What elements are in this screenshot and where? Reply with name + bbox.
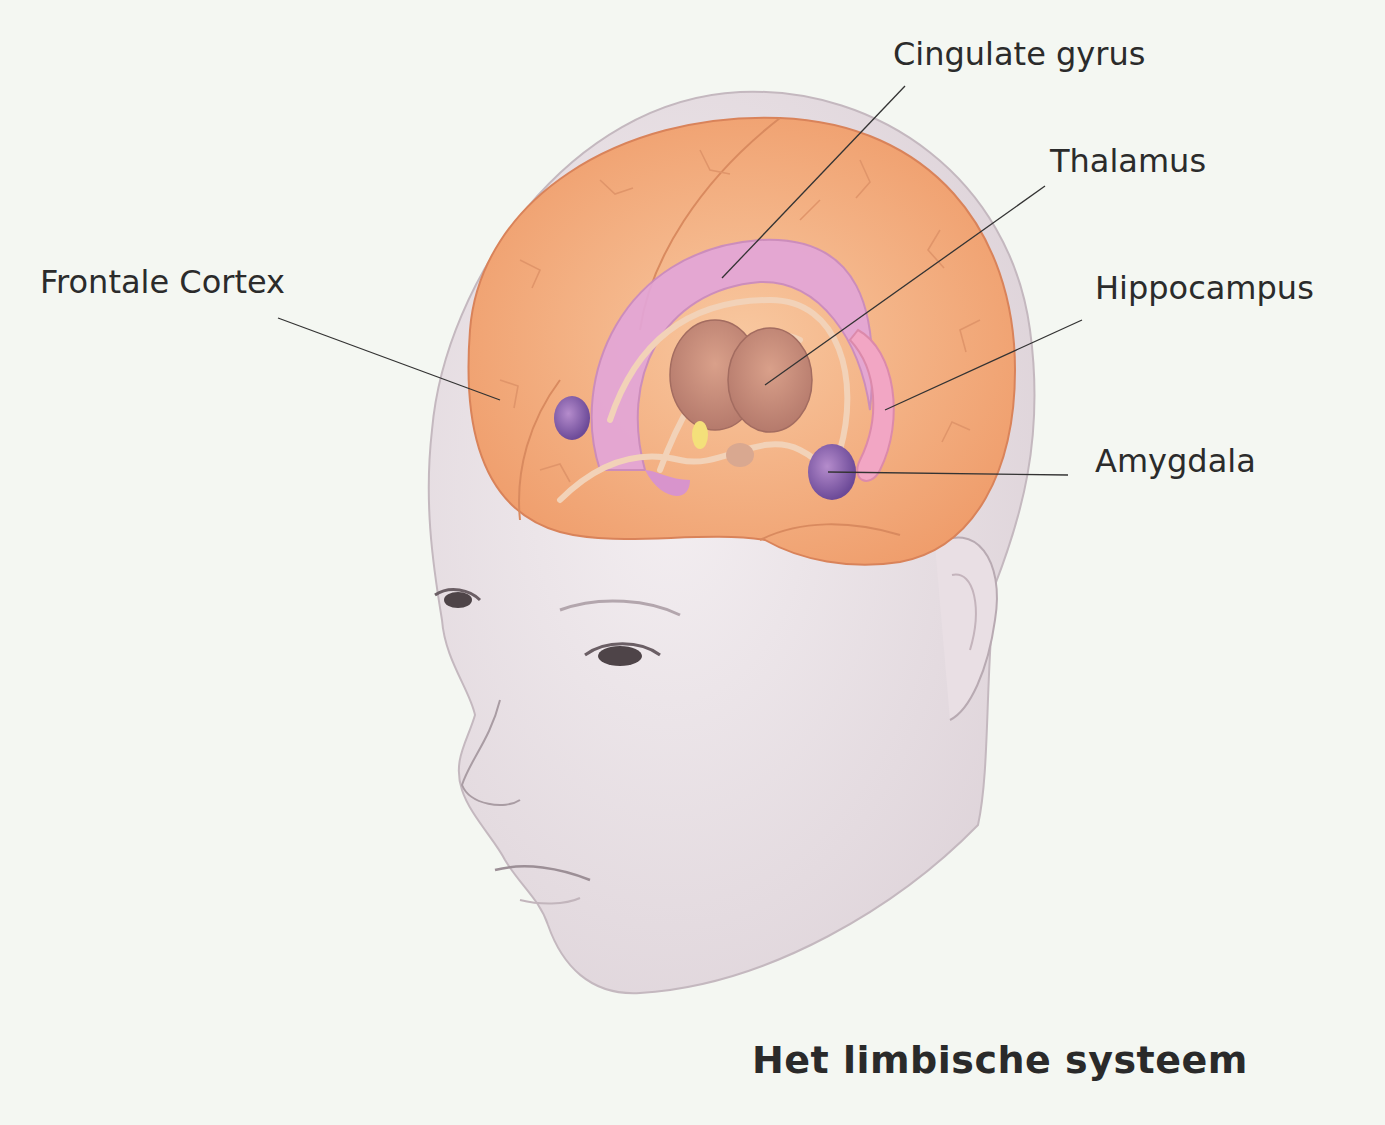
part-label: Frontale Cortex <box>40 264 285 301</box>
part-label: Cingulate gyrus <box>893 36 1145 73</box>
part-label: Thalamus <box>1050 143 1206 180</box>
part-label: Amygdala <box>1095 443 1256 480</box>
part-label: Hippocampus <box>1095 270 1314 307</box>
caption: Het limbische systeem <box>752 1038 1248 1082</box>
